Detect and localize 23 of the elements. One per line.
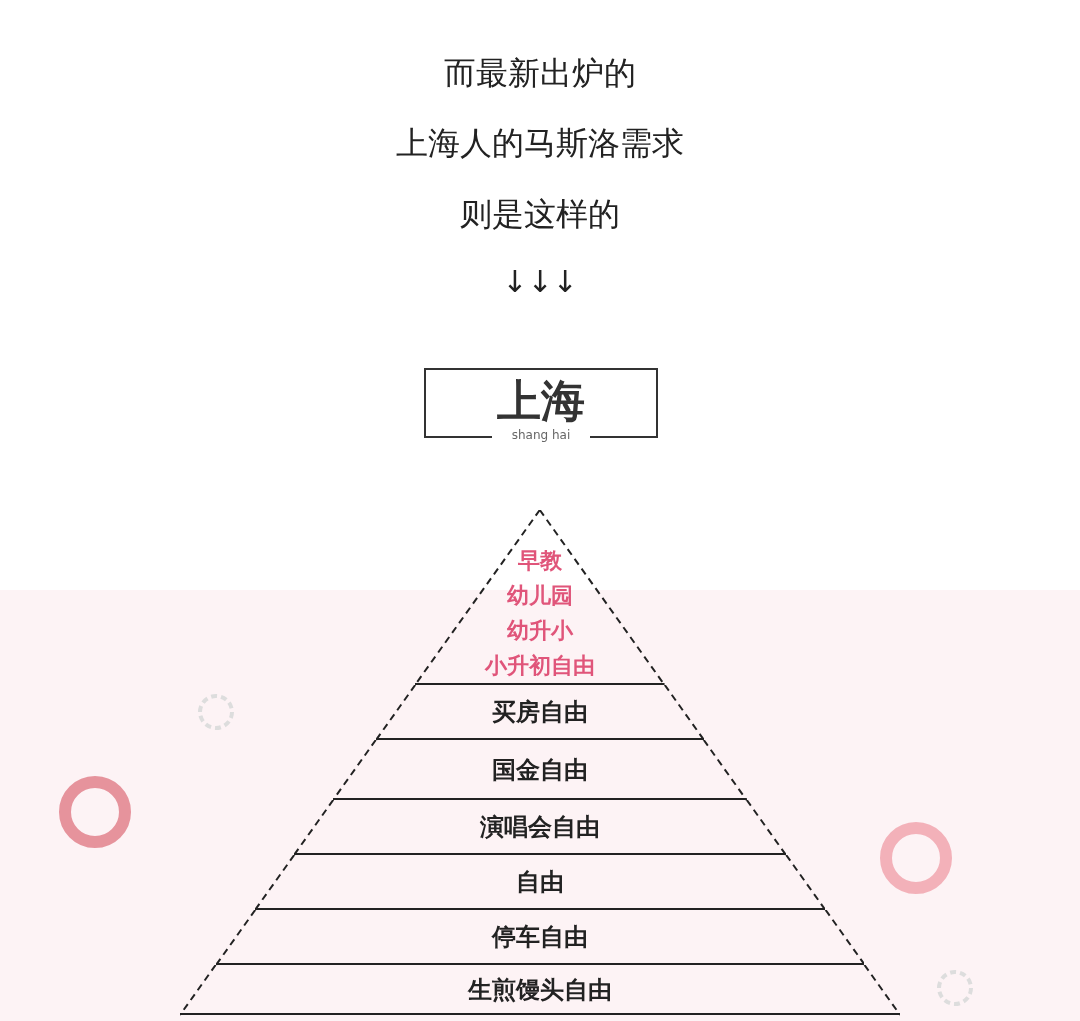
- pyramid-layer: [215, 910, 865, 965]
- layer-label: 演唱会自由: [479, 812, 601, 843]
- pyramid-layer: [333, 740, 747, 800]
- layer-label: 早教: [517, 547, 563, 575]
- pyramid-layer: [376, 685, 704, 740]
- frame-title: 上海: [496, 374, 586, 428]
- layer-label: 小升初自由: [483, 652, 596, 680]
- layer-label: 生煎馒头自由: [466, 975, 613, 1006]
- down-arrows: ↓↓↓: [502, 264, 578, 299]
- pyramid-layer: [179, 965, 901, 1015]
- pinyin-text: shang hai: [510, 428, 572, 442]
- layer-label: 买房自由: [491, 697, 589, 728]
- layer-label: 停车自由: [490, 922, 589, 953]
- heading-text: 而最新出炉的: [444, 53, 636, 94]
- heading-text: 则是这样的: [460, 194, 620, 235]
- pyramid-apex: [415, 510, 665, 685]
- layer-label: 幼儿园: [506, 582, 574, 610]
- layer-label: 自由: [515, 867, 565, 898]
- layer-label: 幼升小: [506, 617, 574, 645]
- pyramid-layer: [294, 800, 786, 855]
- layer-label: 国金自由: [491, 755, 589, 786]
- pyramid-layer: [254, 855, 826, 910]
- heading-text: 上海人的马斯洛需求: [396, 123, 684, 164]
